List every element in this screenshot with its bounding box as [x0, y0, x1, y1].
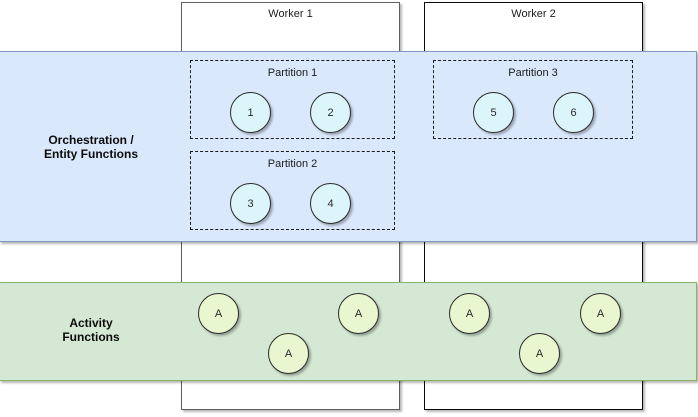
worker-2-label: Worker 2 [511, 8, 556, 20]
orchestration-band-label-line1: Orchestration / [48, 133, 134, 147]
orchestration-band-label-line2: Entity Functions [44, 147, 138, 161]
partition-2-label: Partition 2 [267, 158, 318, 170]
partition-1-box: Partition 1 1 2 [190, 60, 395, 139]
partition-3-label: Partition 3 [508, 67, 558, 79]
activity-circle: A [580, 293, 621, 334]
orchestration-instance-circle-3: 3 [230, 183, 271, 224]
partition-2-box: Partition 2 3 4 [190, 151, 395, 230]
partition-1-label: Partition 1 [267, 67, 318, 79]
activity-circle: A [519, 333, 560, 374]
orchestration-instance-circle-6: 6 [553, 92, 594, 133]
orchestration-instance-circle-5: 5 [473, 92, 514, 133]
activity-circle: A [449, 293, 490, 334]
orchestration-band-label: Orchestration / Entity Functions [0, 133, 182, 161]
partition-3-box: Partition 3 5 6 [433, 60, 633, 139]
activity-circle: A [338, 293, 379, 334]
orchestration-instance-circle-2: 2 [310, 92, 351, 133]
activity-band-label: Activity Functions [0, 316, 182, 344]
activity-band-label-line1: Activity [69, 316, 113, 330]
worker-1-label: Worker 1 [268, 8, 313, 20]
orchestration-instance-circle-4: 4 [310, 183, 351, 224]
activity-circle: A [268, 333, 309, 374]
activity-band-label-line2: Functions [62, 330, 120, 344]
orchestration-instance-circle-1: 1 [230, 92, 271, 133]
activity-circle: A [198, 293, 239, 334]
